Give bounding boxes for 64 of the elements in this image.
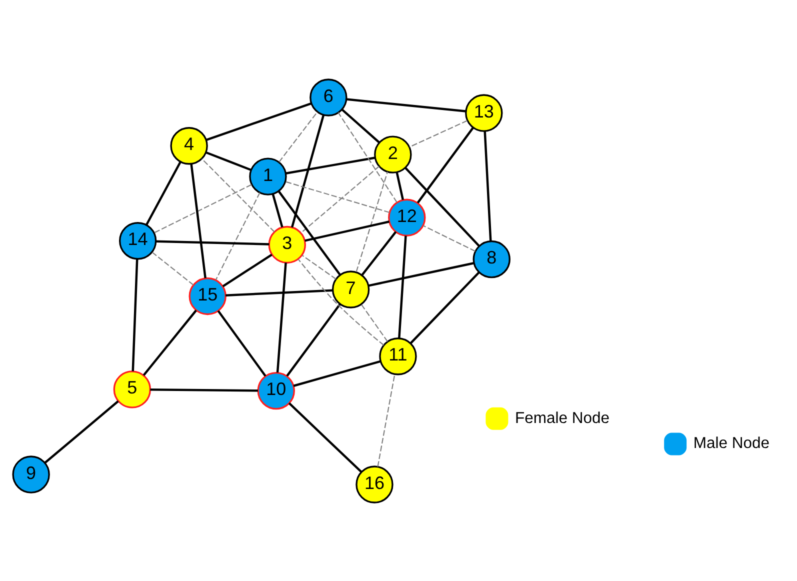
connector xyxy=(276,262,287,372)
connector xyxy=(300,165,380,233)
node-circle: 11 xyxy=(379,337,417,375)
connector xyxy=(338,112,398,202)
connector xyxy=(226,288,333,296)
node-circle: 4 xyxy=(170,126,208,164)
connector xyxy=(398,235,407,338)
connector xyxy=(293,360,381,386)
node-circle: 9 xyxy=(12,455,50,493)
connector xyxy=(278,190,341,275)
node-circle: 10 xyxy=(257,371,295,410)
connector xyxy=(304,220,390,242)
node-circle: 7 xyxy=(332,270,370,308)
connector xyxy=(150,388,258,392)
node-circle: 12 xyxy=(388,198,426,236)
connector xyxy=(215,192,260,280)
connector xyxy=(272,193,284,227)
connector xyxy=(484,130,492,241)
legend-label: Female Node xyxy=(514,409,610,426)
connector xyxy=(298,258,384,346)
connector xyxy=(146,160,182,225)
connector xyxy=(152,251,194,285)
node-circle: 2 xyxy=(374,135,412,173)
connector xyxy=(190,163,206,278)
connector xyxy=(286,156,376,174)
connector xyxy=(346,98,466,112)
node-circle: 15 xyxy=(188,276,226,315)
legend-label: Male Node xyxy=(693,434,770,452)
connector xyxy=(156,240,270,245)
connector xyxy=(202,158,275,232)
connector xyxy=(286,302,341,376)
node-circle: 3 xyxy=(268,225,306,264)
connector xyxy=(217,310,266,376)
connector xyxy=(410,271,480,344)
connector xyxy=(142,309,198,376)
connector xyxy=(44,400,119,464)
connector xyxy=(368,262,474,286)
connector xyxy=(222,253,272,287)
node-circle: 13 xyxy=(465,94,503,132)
connector xyxy=(278,111,318,162)
node-circle: 5 xyxy=(113,370,152,408)
connector xyxy=(132,258,138,371)
connector xyxy=(356,171,388,272)
connector xyxy=(288,402,362,472)
node-circle: 8 xyxy=(472,240,510,278)
connector xyxy=(377,374,396,466)
connector xyxy=(416,126,474,204)
connector xyxy=(360,303,388,342)
connector xyxy=(206,150,252,170)
node-circle: 14 xyxy=(118,222,157,260)
connector xyxy=(285,180,390,213)
connector xyxy=(206,102,312,140)
connector xyxy=(290,114,325,228)
connector xyxy=(409,120,468,148)
connector xyxy=(154,184,252,233)
connector xyxy=(396,172,404,200)
node-circle: 16 xyxy=(356,465,394,503)
connector xyxy=(404,166,480,246)
node-circle: 1 xyxy=(249,157,287,195)
connector xyxy=(361,230,397,276)
connector xyxy=(341,108,380,143)
node-circle: 6 xyxy=(310,78,348,116)
connector xyxy=(302,254,336,280)
connector xyxy=(422,224,476,252)
